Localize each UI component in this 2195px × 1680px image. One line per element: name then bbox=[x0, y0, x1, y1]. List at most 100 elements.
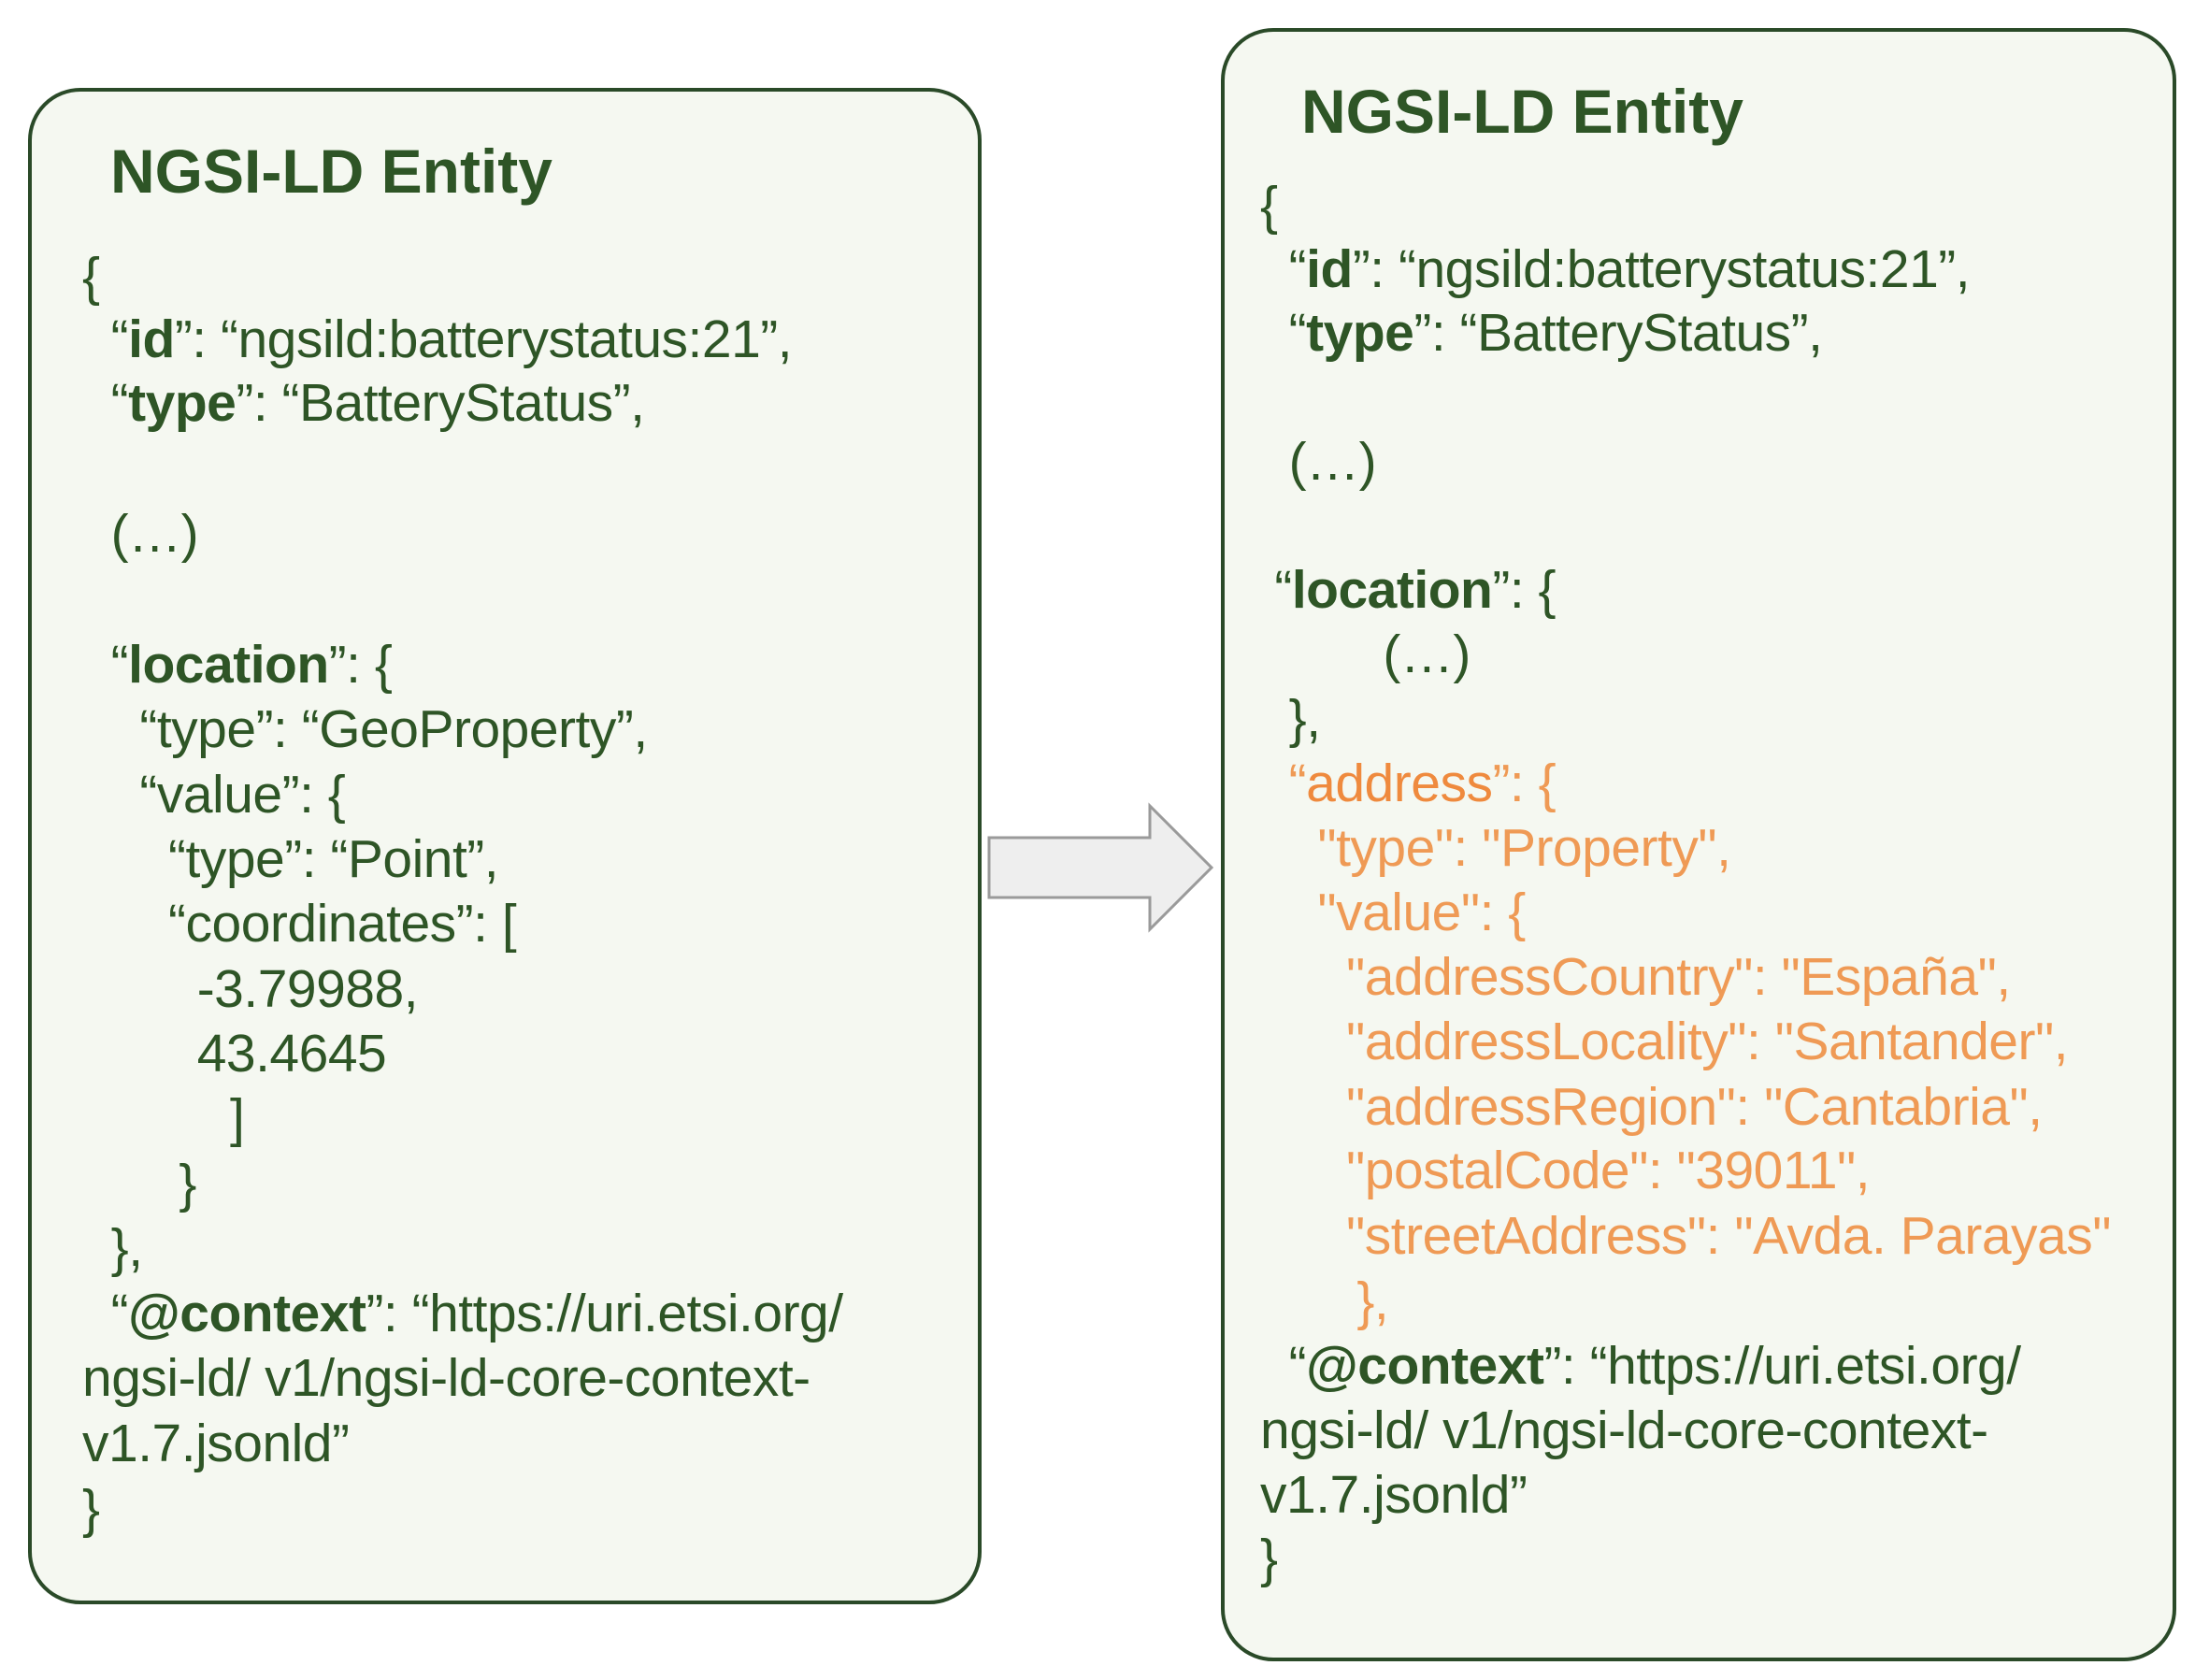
code-text: "addressCountry": "España", bbox=[1260, 947, 2011, 1007]
code-text: ”: { bbox=[328, 635, 393, 695]
code-text: { bbox=[82, 247, 100, 307]
code-line: } bbox=[82, 1483, 100, 1536]
code-line: "streetAddress": "Avda. Parayas" bbox=[1260, 1210, 2111, 1263]
code-text: (…) bbox=[1326, 625, 1471, 684]
code-text: } bbox=[82, 1479, 100, 1539]
code-text: }, bbox=[82, 1218, 143, 1278]
code-text: v1.7.jsonld” bbox=[82, 1414, 350, 1473]
json-key: type bbox=[128, 373, 237, 433]
code-text: } bbox=[122, 1154, 196, 1213]
code-text: ”: { bbox=[1492, 560, 1557, 620]
code-line: “type”: “GeoProperty”, bbox=[82, 703, 648, 756]
code-line: }, bbox=[1299, 1275, 1388, 1328]
json-key: id bbox=[128, 309, 175, 369]
code-text: “ bbox=[1260, 1336, 1307, 1396]
code-line: “@context”: “https://uri.etsi.org/ bbox=[82, 1287, 843, 1341]
code-line: "addressLocality": "Santander", bbox=[1260, 1012, 2069, 1071]
code-text: “value”: { bbox=[82, 765, 346, 825]
code-line: “value”: { bbox=[82, 768, 345, 822]
code-line: “type”: “Point”, bbox=[82, 833, 499, 886]
code-line: } bbox=[1260, 1532, 1278, 1586]
left-code-block: { “id”: “ngsild:batterystatus:21”, “type… bbox=[32, 92, 978, 1601]
code-text: }, bbox=[1260, 689, 1321, 749]
code-line: (…) bbox=[1260, 436, 1377, 489]
code-text: “type”: “Point”, bbox=[82, 829, 499, 889]
code-line: "addressCountry": "España", bbox=[1260, 951, 2011, 1004]
code-line: “type”: “BatteryStatus”, bbox=[1260, 307, 1823, 360]
code-text: “ bbox=[1260, 560, 1292, 620]
code-text: } bbox=[1260, 1529, 1278, 1588]
code-text: “ bbox=[82, 1284, 129, 1343]
code-text: “coordinates”: [ bbox=[82, 894, 517, 954]
code-text: (…) bbox=[1260, 432, 1377, 492]
code-text: "value": { bbox=[1260, 883, 1526, 942]
json-key: type bbox=[1306, 303, 1414, 363]
code-line: (…) bbox=[82, 508, 199, 561]
code-line: v1.7.jsonld” bbox=[82, 1417, 350, 1471]
json-key: id bbox=[1306, 239, 1353, 299]
code-line: “coordinates”: [ bbox=[82, 894, 517, 954]
code-text: “ bbox=[1260, 303, 1307, 363]
code-line: “type”: “BatteryStatus”, bbox=[82, 377, 645, 430]
code-text: { bbox=[1260, 176, 1278, 236]
code-text: ] bbox=[144, 1088, 245, 1148]
code-text: ”: “ngsild:batterystatus:21”, bbox=[174, 309, 793, 369]
code-text: "postalCode": "39011", bbox=[1260, 1141, 1871, 1200]
code-line: -3.79988, bbox=[82, 963, 419, 1016]
right-entity-card: NGSI-LD Entity { “id”: “ngsild:batteryst… bbox=[1221, 28, 2176, 1661]
json-key: address bbox=[1306, 754, 1493, 813]
json-key: location bbox=[128, 635, 329, 695]
code-text: ”: “https://uri.etsi.org/ bbox=[366, 1284, 843, 1343]
code-text: ”: “ngsild:batterystatus:21”, bbox=[1352, 239, 1971, 299]
left-card-title: NGSI-LD Entity bbox=[110, 136, 552, 206]
code-line: “location”: { bbox=[1260, 564, 1556, 617]
code-line: “address”: { bbox=[1260, 754, 1557, 813]
code-text: v1.7.jsonld” bbox=[1260, 1465, 1528, 1525]
right-card-title: NGSI-LD Entity bbox=[1301, 77, 1743, 146]
json-key: @context bbox=[1306, 1336, 1544, 1396]
json-key: location bbox=[1291, 560, 1493, 620]
code-text: }, bbox=[1299, 1271, 1389, 1331]
code-text: "addressRegion": "Cantabria", bbox=[1260, 1077, 2043, 1137]
right-arrow-icon bbox=[987, 802, 1214, 933]
code-line: “location”: { bbox=[82, 639, 393, 692]
code-line: }, bbox=[82, 1222, 143, 1275]
code-line: { bbox=[1260, 179, 1278, 233]
code-line: “id”: “ngsild:batterystatus:21”, bbox=[1260, 243, 1971, 296]
code-line: ngsi-ld/ v1/ngsi-ld-core-context- bbox=[1260, 1404, 1988, 1457]
code-text: "streetAddress": "Avda. Parayas" bbox=[1260, 1206, 2111, 1266]
code-line: { bbox=[82, 251, 100, 304]
code-line: 43.4645 bbox=[82, 1024, 387, 1084]
code-line: “id”: “ngsild:batterystatus:21”, bbox=[82, 313, 793, 366]
code-text: ngsi-ld/ v1/ngsi-ld-core-context- bbox=[82, 1348, 811, 1408]
code-text: 43.4645 bbox=[82, 1024, 387, 1084]
code-text: ”: “BatteryStatus”, bbox=[236, 373, 645, 433]
code-line: v1.7.jsonld” bbox=[1260, 1469, 1528, 1522]
code-line: } bbox=[122, 1157, 196, 1211]
code-text: ngsi-ld/ v1/ngsi-ld-core-context- bbox=[1260, 1400, 1988, 1460]
code-text: “ bbox=[82, 309, 129, 369]
code-text: "type": "Property", bbox=[1260, 818, 1731, 878]
code-text: “ bbox=[1260, 754, 1307, 813]
left-entity-card: NGSI-LD Entity { “id”: “ngsild:batteryst… bbox=[28, 88, 982, 1604]
code-line: "type": "Property", bbox=[1260, 822, 1731, 875]
code-text: “type”: “GeoProperty”, bbox=[82, 699, 648, 759]
code-line: “@context”: “https://uri.etsi.org/ bbox=[1260, 1340, 2021, 1393]
code-line: "postalCode": "39011", bbox=[1260, 1141, 1871, 1200]
code-line: ] bbox=[144, 1092, 245, 1145]
code-text: -3.79988, bbox=[82, 959, 419, 1019]
code-text: ”: “BatteryStatus”, bbox=[1413, 303, 1823, 363]
code-text: ”: “https://uri.etsi.org/ bbox=[1543, 1336, 2021, 1396]
code-line: ngsi-ld/ v1/ngsi-ld-core-context- bbox=[82, 1352, 811, 1405]
code-line: }, bbox=[1260, 693, 1321, 746]
right-code-block: { “id”: “ngsild:batterystatus:21”, “type… bbox=[1225, 32, 2173, 1658]
code-text: "addressLocality": "Santander", bbox=[1260, 1012, 2069, 1071]
code-line: "addressRegion": "Cantabria", bbox=[1260, 1081, 2043, 1134]
code-text: (…) bbox=[82, 504, 199, 564]
code-line: "value": { bbox=[1260, 886, 1526, 940]
json-key: @context bbox=[128, 1284, 366, 1343]
code-text: “ bbox=[1260, 239, 1307, 299]
code-text: ”: { bbox=[1492, 754, 1557, 813]
code-line: (…) bbox=[1326, 628, 1471, 682]
code-text: “ bbox=[82, 373, 129, 433]
